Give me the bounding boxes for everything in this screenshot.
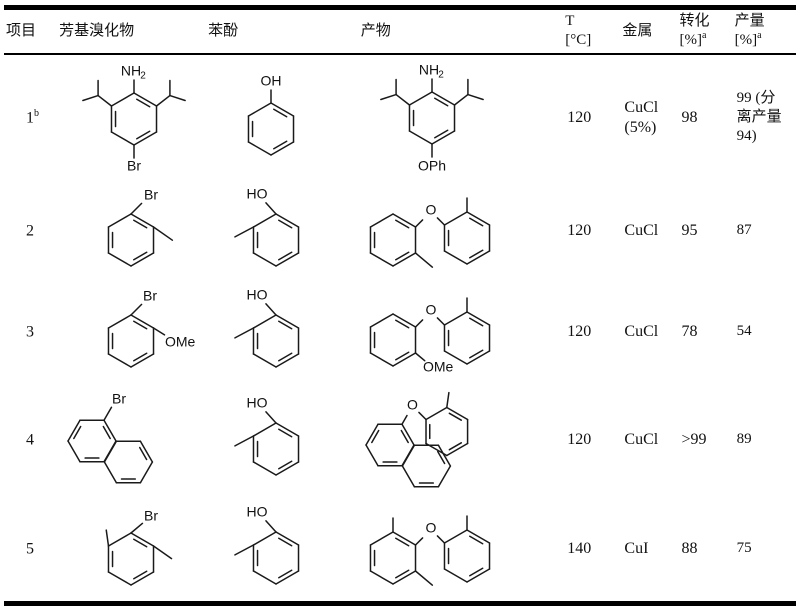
structure-1-bromonaphthalene: Br: [67, 390, 154, 484]
metal-value: CuCl (5%): [624, 99, 659, 136]
table-row-2: 2 Br HO O 120 CuCl 95 87: [4, 181, 796, 281]
yield-value: 54: [736, 323, 752, 340]
structure-o-cresol: HO: [234, 185, 300, 267]
entry-label: 4: [26, 431, 34, 449]
structure-naphthyl-tolyl-ether: O: [364, 391, 469, 488]
svg-text:Br: Br: [144, 507, 158, 523]
table-row-5: 5 Br HO O 140 CuI 88 75: [4, 497, 796, 604]
conversion-value: 78: [681, 322, 698, 340]
yield-value: 75: [736, 540, 752, 557]
svg-text:HO: HO: [247, 286, 268, 302]
svg-text:O: O: [407, 396, 418, 412]
entry-label: 2: [26, 222, 34, 240]
phenol-cell: HO: [206, 383, 337, 497]
col-header-temperature: T[°C]: [565, 13, 592, 49]
svg-text:2: 2: [438, 69, 444, 80]
aryl-bromide-cell: Br: [57, 383, 206, 497]
structure-phenol: OH: [248, 72, 295, 156]
conversion-value: 98: [681, 108, 698, 126]
metal-value: CuCl: [624, 221, 659, 239]
metal-value: CuI: [624, 539, 649, 557]
svg-text:OPh: OPh: [418, 157, 446, 173]
svg-text:NH: NH: [419, 61, 439, 77]
svg-text:Br: Br: [144, 186, 158, 202]
temperature-value: 120: [567, 322, 592, 340]
col-header-yield: 产量[%]a: [734, 13, 765, 49]
col-header-conversion: 转化[%]a: [679, 13, 710, 49]
svg-text:O: O: [425, 201, 436, 217]
yield-value: 89: [736, 431, 752, 448]
structure-2-bromo-m-xylene: Br: [105, 507, 173, 586]
yield-value: 99 (分离产量 94): [736, 90, 782, 144]
structure-o-cresol: HO: [234, 503, 300, 585]
conversion-value: 88: [681, 539, 698, 557]
col-header-entry: 项目: [6, 22, 37, 39]
svg-text:HO: HO: [247, 185, 268, 201]
structure-2-bromotoluene: Br: [107, 186, 174, 267]
entry-label: 5: [26, 540, 34, 558]
temperature-value: 120: [567, 221, 592, 239]
product-cell: O: [337, 497, 564, 604]
col-header-metal: 金属: [622, 22, 653, 39]
table-row-4: 4 Br HO O 120 CuCl >99 89: [4, 383, 796, 497]
product-cell: O OMe: [337, 281, 564, 383]
product-cell: O: [337, 181, 564, 281]
svg-text:O: O: [425, 301, 436, 317]
phenol-cell: HO: [206, 281, 337, 383]
structure-methoxyphenyl-tolyl-ether: O OMe: [369, 296, 490, 374]
entry-label: 3: [26, 323, 34, 341]
temperature-value: 120: [567, 430, 592, 448]
svg-text:OMe: OMe: [423, 358, 454, 374]
aryl-bromide-cell: Br: [57, 181, 206, 281]
structure-o-cresol: HO: [234, 286, 300, 368]
svg-text:NH: NH: [121, 62, 141, 78]
yield-value: 87: [736, 222, 752, 239]
col-header-aryl-bromide: 芳基溴化物: [59, 22, 135, 39]
svg-text:Br: Br: [127, 157, 141, 173]
svg-text:Br: Br: [143, 287, 157, 303]
svg-text:O: O: [425, 519, 436, 535]
conversion-value: 95: [681, 221, 698, 239]
header-row: 项目 芳基溴化物 苯酚 产物 T[°C] 金属 转化[%]a 产量[%]a: [4, 8, 796, 54]
svg-text:OMe: OMe: [165, 333, 196, 349]
product-cell: O: [337, 383, 564, 497]
temperature-value: 120: [567, 108, 592, 126]
svg-text:2: 2: [140, 70, 146, 81]
structure-dimethylphenyl-tolyl-ether: O: [369, 514, 490, 586]
phenol-cell: HO: [206, 181, 337, 281]
phenol-cell: OH: [206, 54, 337, 181]
aryl-bromide-cell: Br: [57, 497, 206, 604]
conversion-value: >99: [681, 430, 707, 448]
entry-label: 1b: [26, 107, 39, 127]
structure-ditolyl-ether: O: [369, 196, 490, 268]
svg-text:HO: HO: [247, 503, 268, 519]
metal-value: CuCl: [624, 430, 659, 448]
metal-value: CuCl: [624, 322, 659, 340]
structure-o-cresol: HO: [234, 394, 300, 476]
svg-text:HO: HO: [247, 394, 268, 410]
reaction-results-table: 项目 芳基溴化物 苯酚 产物 T[°C] 金属 转化[%]a 产量[%]a 1b…: [4, 5, 796, 606]
svg-text:Br: Br: [112, 390, 126, 406]
svg-text:OH: OH: [261, 72, 282, 88]
col-header-product: 产物: [360, 22, 391, 39]
temperature-value: 140: [567, 539, 592, 557]
phenol-cell: HO: [206, 497, 337, 604]
col-header-phenol: 苯酚: [208, 22, 239, 39]
